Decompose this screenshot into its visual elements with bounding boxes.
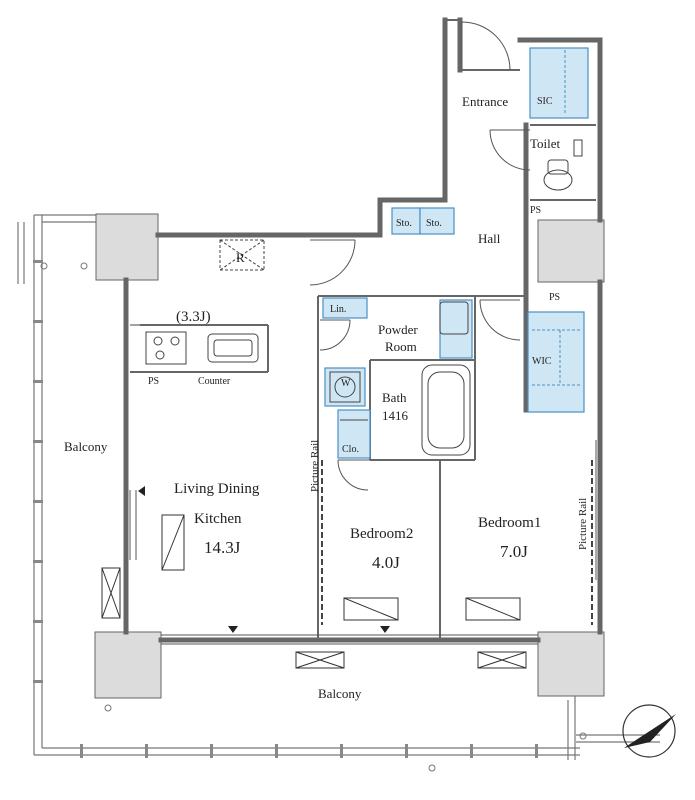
label-bedroom2-size: 4.0J bbox=[372, 553, 400, 572]
walls bbox=[123, 17, 603, 643]
label-sto-1: Sto. bbox=[396, 218, 412, 229]
label-ldk-1: Living Dining bbox=[174, 481, 260, 497]
closet-storage bbox=[337, 409, 371, 459]
label-ps-right: PS bbox=[549, 292, 560, 303]
storage-units bbox=[322, 47, 589, 459]
label-sic: SIC bbox=[537, 96, 553, 107]
label-sto-2: Sto. bbox=[426, 218, 442, 229]
label-balcony-bottom: Balcony bbox=[318, 686, 362, 701]
label-picture-rail-left: Picture Rail bbox=[309, 440, 321, 492]
window-markers bbox=[138, 486, 390, 633]
label-bedroom1: Bedroom1 bbox=[478, 515, 541, 531]
sto-storage-2 bbox=[419, 207, 455, 235]
label-ps-kitchen: PS bbox=[148, 376, 159, 387]
sto-storage-1 bbox=[391, 207, 421, 235]
balcony-railing bbox=[17, 214, 660, 760]
windows bbox=[129, 440, 597, 645]
label-picture-rail-right: Picture Rail bbox=[577, 498, 589, 550]
storage-shelves bbox=[532, 50, 582, 386]
fixtures bbox=[130, 139, 583, 456]
label-kitchen-size: (3.3J) bbox=[176, 309, 211, 325]
label-refrigerator: R bbox=[236, 250, 245, 265]
linen-storage bbox=[322, 297, 368, 319]
label-toilet: Toilet bbox=[530, 136, 561, 151]
label-bedroom2: Bedroom2 bbox=[350, 526, 413, 542]
label-linen: Lin. bbox=[330, 304, 346, 315]
ac-units bbox=[101, 514, 527, 669]
doors bbox=[309, 21, 531, 491]
label-bath: Bath bbox=[382, 390, 407, 405]
balcony-drains bbox=[40, 262, 587, 772]
label-ldk-2: Kitchen bbox=[194, 511, 242, 527]
label-washer: W bbox=[341, 378, 351, 389]
label-bedroom1-size: 7.0J bbox=[500, 542, 528, 561]
structural-columns bbox=[94, 213, 605, 699]
picture-rails bbox=[321, 460, 593, 625]
sic-storage bbox=[529, 47, 589, 119]
label-ldk-size: 14.3J bbox=[204, 538, 241, 557]
label-powder-room-2: Room bbox=[385, 339, 417, 354]
north-arrow-icon bbox=[622, 704, 676, 758]
label-hall: Hall bbox=[478, 231, 501, 246]
label-wic: WIC bbox=[532, 356, 552, 367]
room-labels: Entrance SIC Toilet PS Hall Sto. Sto. R … bbox=[64, 94, 589, 701]
railing-posts bbox=[33, 260, 538, 758]
label-powder-room-1: Powder bbox=[378, 322, 418, 337]
label-bath-size: 1416 bbox=[382, 408, 409, 423]
label-closet: Clo. bbox=[342, 444, 359, 455]
wic-storage bbox=[527, 311, 585, 413]
label-counter: Counter bbox=[198, 376, 231, 387]
washer-area bbox=[324, 367, 366, 407]
label-ps-top: PS bbox=[530, 205, 541, 216]
powder-storage bbox=[439, 299, 473, 359]
label-balcony-left: Balcony bbox=[64, 439, 108, 454]
label-entrance: Entrance bbox=[462, 94, 508, 109]
